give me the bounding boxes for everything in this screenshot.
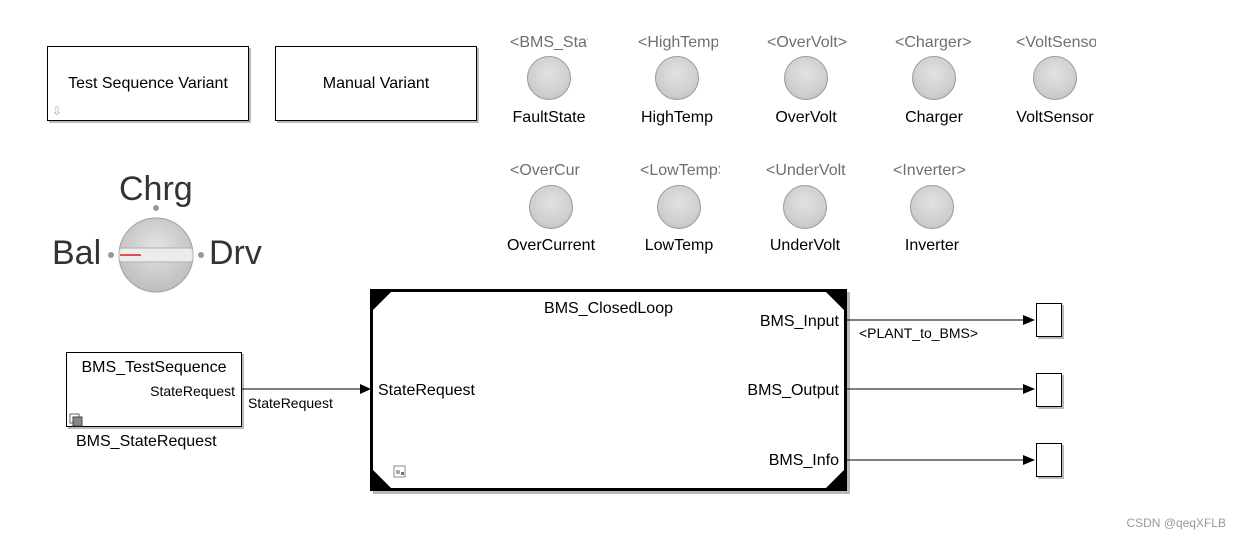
lamp-signal-label: <UnderVolt> — [766, 162, 846, 179]
bms-test-sequence-block[interactable]: BMS_TestSequence StateRequest — [66, 352, 242, 427]
lamp-name-label: UnderVolt — [769, 237, 841, 254]
closed-loop-out-port-bms-input: BMS_Input — [759, 313, 839, 330]
test-sequence-variant-block[interactable]: Test Sequence Variant ⇩ — [47, 46, 249, 121]
closed-loop-out-port-bms-info: BMS_Info — [768, 452, 839, 469]
lamp-indicator-icon[interactable] — [1033, 56, 1077, 100]
manual-variant-block[interactable]: Manual Variant — [275, 46, 477, 121]
model-reference-corners-icon — [373, 292, 844, 488]
lamp-indicator-icon[interactable] — [527, 56, 571, 100]
test-sequence-variant-label: Test Sequence Variant — [68, 74, 228, 92]
watermark: CSDN @qeqXFLB — [1126, 516, 1226, 530]
state-request-signal-label: StateRequest — [248, 395, 333, 411]
knob-label-bal: Bal — [52, 234, 102, 272]
bms-closed-loop-block[interactable]: BMS_ClosedLoop StateRequest BMS_Input BM… — [370, 289, 847, 491]
lamp-name-label: VoltSensor — [1016, 109, 1094, 126]
lamp-signal-label: <VoltSensor> — [1016, 34, 1096, 51]
lamp-name-label: FaultState — [512, 109, 586, 126]
subsystem-icon — [69, 413, 83, 427]
arrow-down-icon: ⇩ — [52, 104, 63, 118]
knob-label-chrg: Chrg — [119, 170, 193, 208]
bms-info-signal-line[interactable] — [847, 451, 1037, 471]
test-sequence-port-label: StateRequest — [150, 383, 235, 399]
terminator-bms-input[interactable] — [1036, 303, 1062, 337]
lamp-signal-label: <LowTemp> — [640, 162, 720, 179]
lamp-indicator-icon[interactable] — [655, 56, 699, 100]
lamp-signal-label: <OverVolt> — [767, 34, 847, 51]
lamp-name-label: OverCurrent — [506, 237, 596, 254]
lamp-indicator-icon[interactable] — [529, 185, 573, 229]
test-sequence-title: BMS_TestSequence — [81, 359, 227, 376]
lamp-indicator-icon[interactable] — [783, 185, 827, 229]
manual-variant-label: Manual Variant — [322, 74, 430, 92]
rotary-knob-icon[interactable] — [100, 200, 212, 300]
lamp-signal-label: <Inverter> — [893, 162, 966, 179]
lamp-name-label: OverVolt — [775, 109, 837, 126]
bms-output-signal-line[interactable] — [847, 380, 1037, 400]
lamp-name-label: Inverter — [904, 237, 960, 254]
bms-state-request-caption: BMS_StateRequest — [76, 433, 217, 450]
lamp-signal-label: <HighTemp> — [638, 34, 718, 51]
knob-label-drv: Drv — [209, 234, 262, 272]
closed-loop-title: BMS_ClosedLoop — [544, 300, 673, 317]
plant-to-bms-signal-label: <PLANT_to_BMS> — [859, 325, 979, 341]
closed-loop-out-port-bms-output: BMS_Output — [747, 382, 839, 399]
state-request-signal-line[interactable] — [242, 380, 372, 400]
lamp-indicator-icon[interactable] — [912, 56, 956, 100]
lamp-signal-label: <OverCur — [510, 162, 580, 179]
model-reference-icon — [393, 465, 407, 484]
lamp-name-label: LowTemp — [644, 237, 714, 254]
terminator-bms-info[interactable] — [1036, 443, 1062, 477]
lamp-indicator-icon[interactable] — [784, 56, 828, 100]
lamp-indicator-icon[interactable] — [910, 185, 954, 229]
lamp-signal-label: <Charger> — [895, 34, 972, 51]
lamp-signal-label: <BMS_State — [510, 34, 588, 51]
lamp-name-label: Charger — [905, 109, 963, 126]
lamp-name-label: HighTemp — [640, 109, 714, 126]
terminator-bms-output[interactable] — [1036, 373, 1062, 407]
bms-input-signal-line[interactable] — [847, 311, 1037, 331]
lamp-indicator-icon[interactable] — [657, 185, 701, 229]
closed-loop-in-port-state-request: StateRequest — [378, 382, 475, 399]
